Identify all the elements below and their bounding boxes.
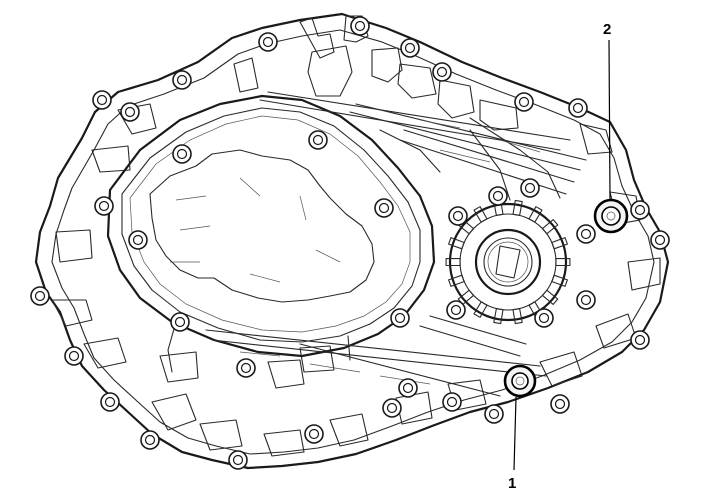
- fastener-boss: [400, 38, 420, 58]
- highlighted-bolt-2: [593, 198, 629, 234]
- fastener-boss: [308, 130, 328, 150]
- fastener-boss: [228, 450, 248, 470]
- fastener-boss: [514, 92, 534, 112]
- fastener-boss: [650, 230, 670, 250]
- fastener-boss: [120, 102, 140, 122]
- fastener-boss: [100, 392, 120, 412]
- fastener-boss: [448, 206, 468, 226]
- clutch-housing-cavity: [106, 94, 436, 358]
- fastener-boss: [236, 358, 256, 378]
- leader-line-1: [513, 396, 517, 471]
- fastener-boss: [484, 404, 504, 424]
- fastener-boss: [488, 186, 508, 206]
- fastener-boss: [258, 32, 278, 52]
- radial-rib: [541, 219, 559, 235]
- fastener-boss: [446, 300, 466, 320]
- shift-rail-ribs: [259, 91, 587, 201]
- fastener-bosses: [30, 16, 670, 470]
- fastener-boss: [630, 330, 650, 350]
- fastener-boss: [550, 394, 570, 414]
- fastener-boss: [170, 312, 190, 332]
- fastener-boss: [94, 196, 114, 216]
- radial-rib: [551, 274, 568, 287]
- radial-rib: [448, 274, 465, 287]
- fastener-boss: [520, 178, 540, 198]
- radial-rib: [512, 308, 523, 325]
- fastener-boss: [390, 308, 410, 328]
- radial-rib: [551, 237, 568, 250]
- radial-rib: [473, 206, 488, 223]
- fastener-boss: [64, 346, 84, 366]
- radial-rib: [473, 301, 488, 318]
- fastener-boss: [172, 70, 192, 90]
- callout-label-2: 2: [603, 21, 611, 38]
- highlighted-bolt-1: [503, 364, 537, 398]
- radial-rib: [512, 199, 523, 216]
- fastener-boss: [172, 144, 192, 164]
- fastener-boss: [92, 90, 112, 110]
- fastener-boss: [534, 308, 554, 328]
- radial-rib: [528, 206, 543, 223]
- radial-rib: [555, 257, 571, 267]
- fastener-boss: [304, 424, 324, 444]
- radial-rib: [493, 308, 504, 325]
- callout-label-1: 1: [508, 475, 516, 492]
- radial-rib: [541, 289, 559, 305]
- fastener-boss: [128, 230, 148, 250]
- radial-rib: [457, 289, 475, 305]
- inner-casting-blob: [149, 149, 375, 303]
- fastener-boss: [568, 98, 588, 118]
- radial-rib: [445, 257, 461, 267]
- differential-bearing-bore: [448, 202, 568, 322]
- fastener-boss: [140, 430, 160, 450]
- fastener-boss: [374, 198, 394, 218]
- lower-ribs: [167, 315, 547, 397]
- fastener-boss: [382, 398, 402, 418]
- fastener-boss: [350, 16, 370, 36]
- fastener-boss: [576, 290, 596, 310]
- fastener-boss: [398, 378, 418, 398]
- case-flange-lugs: [51, 15, 661, 457]
- fastener-boss: [576, 224, 596, 244]
- fastener-boss: [30, 286, 50, 306]
- fastener-boss: [432, 62, 452, 82]
- leader-line-2: [608, 39, 611, 200]
- fastener-boss: [442, 392, 462, 412]
- radial-rib: [448, 237, 465, 250]
- fastener-boss: [630, 200, 650, 220]
